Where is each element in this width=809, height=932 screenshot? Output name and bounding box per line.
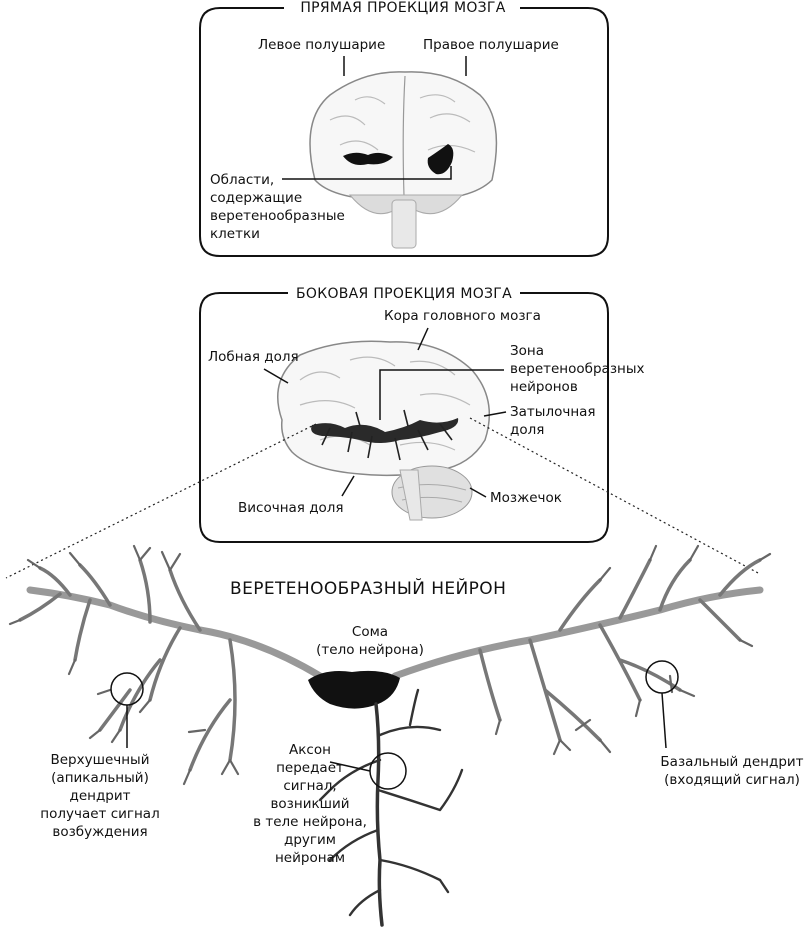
- front-brain-illustration: [309, 71, 498, 249]
- areas-label-line-1: Области,: [210, 172, 274, 188]
- frontal-lobe-label: Лобная доля: [208, 349, 299, 365]
- areas-label-line-2: содержащие: [210, 190, 302, 206]
- basal-label-1: Базальный дендрит: [660, 754, 803, 770]
- occipital-lobe-leader: [483, 411, 507, 417]
- axon-label-4: возникший: [270, 796, 349, 812]
- axon-label-3: сигнал,: [283, 778, 336, 794]
- apical-label-4: получает сигнал: [40, 806, 159, 822]
- apical-label-2: (апикальный): [51, 770, 149, 786]
- side-view-frame: [199, 292, 609, 543]
- apical-label-5: возбуждения: [52, 824, 147, 840]
- spindle-zone-label-1: Зона: [510, 343, 544, 359]
- apical-label-1: Верхушечный: [50, 752, 149, 768]
- spindle-neuron-illustration: [8, 544, 772, 927]
- areas-leader: [282, 166, 452, 180]
- side-view-title: БОКОВАЯ ПРОЕКЦИЯ МОЗГА: [296, 286, 512, 302]
- occipital-lobe-label-1: Затылочная: [510, 404, 596, 420]
- axon-label-2: передает: [276, 760, 344, 776]
- side-brain-illustration: [277, 340, 491, 521]
- spindle-zone-leader: [379, 369, 504, 420]
- cortex-label: Кора головного мозга: [384, 308, 541, 324]
- axon-leader: [329, 761, 371, 772]
- axon-circle: [369, 752, 407, 790]
- soma-label-1: Сома: [352, 624, 388, 640]
- front-view-panel: ПРЯМАЯ ПРОЕКЦИЯ МОЗГА Левое полушарие Пр…: [199, 0, 609, 257]
- spindle-zone-label-3: нейронов: [510, 379, 578, 395]
- axon-label-1: Аксон: [289, 742, 331, 758]
- cerebellum-leader: [469, 487, 487, 498]
- left-hemisphere-label: Левое полушарие: [258, 37, 385, 53]
- axon-label-5: в теле нейрона,: [253, 814, 367, 830]
- spindle-zone-label-2: веретенообразных: [510, 361, 644, 377]
- soma-label-2: (тело нейрона): [316, 642, 424, 658]
- neuron-title: ВЕРЕТЕНООБРАЗНЫЙ НЕЙРОН: [230, 577, 506, 599]
- basal-dendrite-leader: [661, 692, 667, 749]
- temporal-lobe-label: Височная доля: [238, 500, 344, 516]
- occipital-lobe-label-2: доля: [510, 422, 544, 438]
- front-view-frame: [199, 7, 609, 257]
- temporal-lobe-leader: [341, 475, 355, 497]
- cortex-leader: [417, 327, 429, 351]
- apical-label-3: дендрит: [69, 788, 130, 804]
- basal-label-2: (входящий сигнал): [664, 772, 800, 788]
- areas-label-line-4: клетки: [210, 226, 260, 242]
- side-view-panel: БОКОВАЯ ПРОЕКЦИЯ МОЗГА Кора головного мо…: [199, 286, 644, 543]
- front-view-title: ПРЯМАЯ ПРОЕКЦИЯ МОЗГА: [300, 0, 505, 16]
- areas-label-line-3: веретенообразные: [210, 208, 345, 224]
- right-hemisphere-label: Правое полушарие: [423, 37, 559, 53]
- cerebellum-label: Мозжечок: [490, 490, 562, 506]
- frontal-lobe-leader: [263, 368, 289, 384]
- axon-label-7: нейронам: [275, 850, 345, 866]
- axon-label-6: другим: [284, 832, 336, 848]
